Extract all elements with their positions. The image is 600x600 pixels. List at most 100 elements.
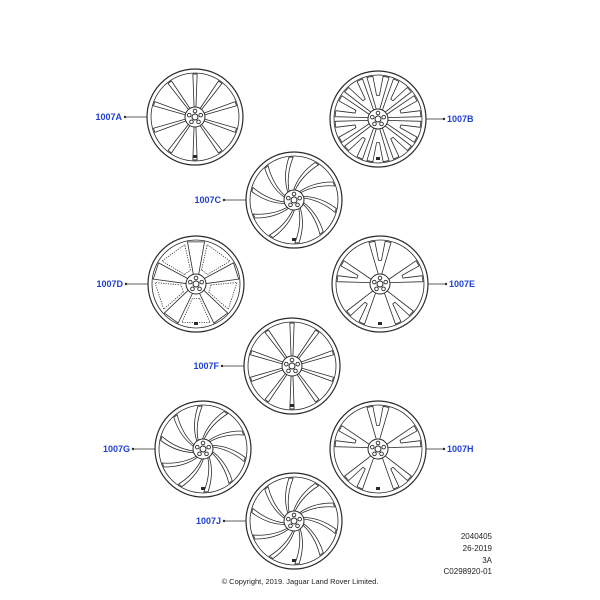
wheel-barrel <box>333 74 423 164</box>
spoke <box>344 124 375 160</box>
valve-stem <box>290 404 294 407</box>
callout-dot <box>123 115 127 119</box>
spoke <box>385 425 422 449</box>
spoke <box>366 405 390 441</box>
spoke <box>368 240 392 276</box>
wheel-bolt <box>377 275 383 281</box>
center-bore <box>374 445 382 453</box>
callout-label-1007a: 1007A <box>95 112 122 122</box>
wheel-1007g: 1007G <box>103 400 252 498</box>
callout-dot <box>222 198 226 202</box>
valve-stem <box>376 157 380 160</box>
reference-revision: 3A <box>482 556 492 565</box>
spoke <box>385 119 422 143</box>
spoke <box>210 445 246 462</box>
wheel-bolt <box>291 512 297 518</box>
callout-dot <box>124 282 128 286</box>
wheel-bolt <box>192 108 198 114</box>
wheel-bolt <box>375 440 381 446</box>
wheel-bolt <box>196 119 201 125</box>
copyright-notice: © Copyright, 2019. Jaguar Land Rover Lim… <box>221 577 379 586</box>
wheel-bolt <box>197 286 202 292</box>
wheel-barrel <box>249 155 339 245</box>
spoke <box>252 206 290 219</box>
spoke <box>387 260 424 284</box>
spoke <box>381 78 412 114</box>
wheel-bolt <box>204 451 209 457</box>
wheel-bolt <box>372 279 377 285</box>
valve-stem <box>292 559 296 562</box>
spoke <box>344 454 375 490</box>
spoke <box>381 124 412 160</box>
spoke <box>173 414 196 448</box>
callout-label-1007g: 1007G <box>103 444 130 454</box>
callout-label-1007b: 1007B <box>447 114 474 124</box>
spoke <box>334 119 371 143</box>
spoke <box>268 208 296 238</box>
wheel-bolt <box>190 286 195 292</box>
wheel-bolt <box>370 114 375 120</box>
spoke <box>292 483 320 513</box>
wheel-bolt <box>288 202 293 208</box>
wheel-bolt <box>195 444 200 450</box>
wheel-bolt <box>370 444 375 450</box>
callout-dot <box>131 447 135 451</box>
spoke <box>194 405 203 443</box>
valve-stem <box>292 238 296 241</box>
wheel-barrel <box>150 72 240 162</box>
spoke <box>336 260 373 284</box>
spoke <box>346 289 377 325</box>
reference-code: C0298920-01 <box>443 567 492 576</box>
callout-label-1007f: 1007F <box>193 361 219 371</box>
spoke <box>294 527 303 565</box>
wheel-barrel <box>151 239 241 329</box>
valve-stem <box>194 322 198 325</box>
center-bore <box>374 115 382 123</box>
spoke <box>298 181 336 194</box>
callout-dot <box>444 282 448 286</box>
wheel-bolt <box>379 451 384 457</box>
wheel-1007d: 1007D <box>96 235 245 333</box>
wheel-barrel <box>247 321 337 411</box>
spoke <box>301 196 337 213</box>
mesh-window <box>154 282 184 310</box>
spoke <box>203 455 212 493</box>
spoke <box>334 425 371 449</box>
spoke <box>301 201 324 235</box>
center-bore <box>376 280 384 288</box>
spoke <box>177 457 205 487</box>
callout-label-1007j: 1007J <box>196 516 221 526</box>
spoke <box>251 187 287 204</box>
wheel-barrel <box>333 404 423 494</box>
spoke <box>334 95 371 119</box>
spoke <box>251 508 287 525</box>
wheel-1007f: 1007F <box>193 317 341 415</box>
spoke <box>160 436 196 453</box>
spoke <box>252 527 290 540</box>
wheel-bolt <box>374 286 379 292</box>
wheel-1007j: 1007J <box>196 472 343 570</box>
valve-stem <box>201 487 205 490</box>
wheel-bolt <box>372 451 377 457</box>
wheel-barrel <box>158 404 248 494</box>
wheel-bolt <box>297 516 302 522</box>
callout-dot <box>442 117 446 121</box>
wheel-bolt <box>198 112 203 118</box>
spoke <box>268 529 296 559</box>
center-bore <box>191 113 199 121</box>
spoke <box>381 454 412 490</box>
wheel-barrel <box>249 476 339 566</box>
callout-dot <box>442 447 446 451</box>
wheel-1007e: 1007E <box>331 235 475 333</box>
callout-label-1007d: 1007D <box>96 279 123 289</box>
wheel-bolt <box>295 361 300 367</box>
center-bore <box>288 362 296 370</box>
spoke <box>292 162 320 192</box>
spoke <box>201 411 229 441</box>
wheel-bolt <box>286 516 291 522</box>
spoke <box>207 430 245 443</box>
center-bore <box>192 280 200 288</box>
wheel-bolt <box>291 191 297 197</box>
wheel-1007a: 1007A <box>95 68 244 166</box>
spoke <box>385 95 422 119</box>
